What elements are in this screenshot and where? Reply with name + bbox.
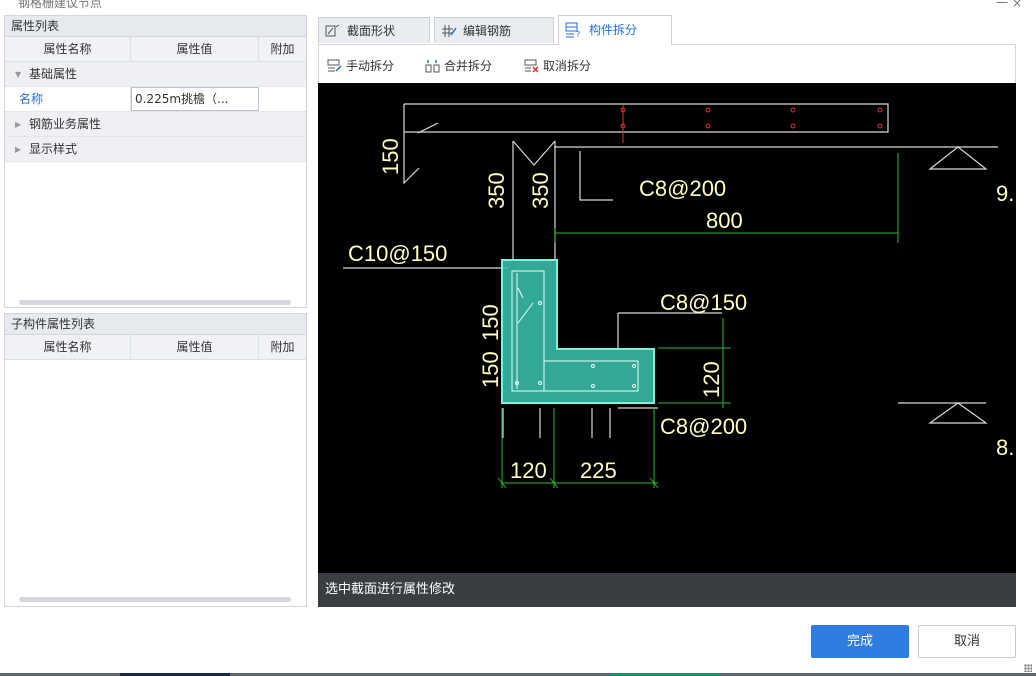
window-titlebar: 钢格栅建议节点 一 × xyxy=(0,0,1036,10)
section-drawing-canvas[interactable]: 150 350 350 C8@200 800 C10@150 C8@150 15… xyxy=(318,83,1016,573)
group-label: 基础属性 xyxy=(29,67,78,81)
merge-split-icon xyxy=(425,59,440,72)
svg-text:?: ? xyxy=(576,30,580,38)
group-label: 钢筋业务属性 xyxy=(29,117,102,131)
dim-150-low: 150 xyxy=(478,351,503,388)
taskbar-edge xyxy=(0,673,1036,676)
component-split-icon: ? xyxy=(565,22,580,39)
prop-name: 名称 xyxy=(5,87,131,111)
finish-button[interactable]: 完成 xyxy=(811,625,909,658)
section-drawing[interactable]: 150 350 350 C8@200 800 C10@150 C8@150 15… xyxy=(318,83,1016,573)
sub-component-attribute-panel: 子构件属性列表 属性名称 属性值 附加 xyxy=(4,313,307,607)
edit-rebar-icon xyxy=(442,24,457,37)
label-c10-150: C10@150 xyxy=(348,241,447,266)
tab-section-shape[interactable]: 截面形状 xyxy=(318,17,430,43)
dim-120-bottom: 120 xyxy=(510,458,547,483)
window-controls[interactable]: 一 × xyxy=(996,0,1022,10)
attribute-table-header: 属性名称 属性值 附加 xyxy=(5,37,306,62)
label-c8-200-low: C8@200 xyxy=(660,414,747,439)
attribute-list-panel: 属性列表 属性名称 属性值 附加 ▼ 基础属性 名称 0.225m挑檐（... ▶… xyxy=(4,15,307,308)
toolbar-label: 取消拆分 xyxy=(543,59,592,73)
dim-350-b: 350 xyxy=(528,172,553,209)
dimension-lines xyxy=(497,153,899,489)
table-row[interactable]: 名称 0.225m挑檐（... xyxy=(5,87,306,112)
section-shape-icon xyxy=(325,24,340,36)
dim-350-a: 350 xyxy=(484,172,509,209)
col-attr-name: 属性名称 xyxy=(5,335,131,359)
manual-split-button[interactable]: 手动拆分 xyxy=(327,57,394,75)
window-title: 钢格栅建议节点 xyxy=(18,0,103,10)
selected-section[interactable] xyxy=(501,259,655,404)
sub-table-header: 属性名称 属性值 附加 xyxy=(5,335,306,360)
structure-outline xyxy=(343,103,998,438)
dim-150-mid: 150 xyxy=(478,304,503,341)
expanded-triangle-icon: ▼ xyxy=(15,69,22,79)
sub-component-title: 子构件属性列表 xyxy=(5,314,306,335)
dim-225-bottom: 225 xyxy=(580,458,617,483)
dim-800: 800 xyxy=(706,208,743,233)
cancel-button[interactable]: 取消 xyxy=(918,625,1016,658)
group-rebar-props[interactable]: ▶ 钢筋业务属性 xyxy=(5,112,306,137)
horizontal-scrollbar[interactable] xyxy=(19,300,291,305)
split-toolbar: 手动拆分 合并拆分 取消拆分 xyxy=(318,44,1016,83)
attribute-list-title: 属性列表 xyxy=(5,16,306,37)
prop-extra xyxy=(259,87,306,111)
col-attr-extra: 附加 xyxy=(270,340,295,354)
group-label: 显示样式 xyxy=(29,142,78,156)
col-attr-value: 属性值 xyxy=(131,37,259,61)
elevation-low: 8. xyxy=(996,435,1014,460)
horizontal-scrollbar[interactable] xyxy=(19,597,291,602)
tab-edit-rebar[interactable]: 编辑钢筋 xyxy=(434,17,554,43)
label-c8-150: C8@150 xyxy=(660,290,747,315)
collapsed-triangle-icon: ▶ xyxy=(15,144,22,154)
dim-120-right: 120 xyxy=(699,361,724,398)
label-c8-200-top: C8@200 xyxy=(639,176,726,201)
prop-value-field[interactable]: 0.225m挑檐（... xyxy=(131,87,259,111)
cancel-split-icon xyxy=(524,59,539,73)
resize-grip-icon[interactable] xyxy=(1024,664,1032,672)
group-display-style[interactable]: ▶ 显示样式 xyxy=(5,137,306,162)
support-symbols xyxy=(928,146,988,424)
group-basic-props[interactable]: ▼ 基础属性 xyxy=(5,62,306,87)
tab-label: 截面形状 xyxy=(347,24,396,38)
section-rebar-lines xyxy=(511,270,639,392)
tab-component-split[interactable]: ? 构件拆分 xyxy=(558,15,672,45)
merge-split-button[interactable]: 合并拆分 xyxy=(425,57,492,75)
dim-150-top: 150 xyxy=(378,138,403,175)
tab-label: 编辑钢筋 xyxy=(463,24,512,38)
col-attr-value: 属性值 xyxy=(131,335,259,359)
tab-label: 构件拆分 xyxy=(589,23,638,37)
rebar-dots xyxy=(620,107,883,129)
manual-split-icon xyxy=(327,59,342,72)
col-attr-extra: 附加 xyxy=(270,42,295,56)
dimension-labels: 150 350 350 C8@200 800 C10@150 C8@150 15… xyxy=(348,138,1014,483)
toolbar-label: 手动拆分 xyxy=(346,59,395,73)
col-attr-name: 属性名称 xyxy=(5,37,131,61)
cancel-split-button[interactable]: 取消拆分 xyxy=(524,57,591,75)
collapsed-triangle-icon: ▶ xyxy=(15,119,22,129)
toolbar-label: 合并拆分 xyxy=(444,59,493,73)
elevation-top: 9. xyxy=(996,181,1014,206)
status-bar: 选中截面进行属性修改 xyxy=(318,573,1016,607)
